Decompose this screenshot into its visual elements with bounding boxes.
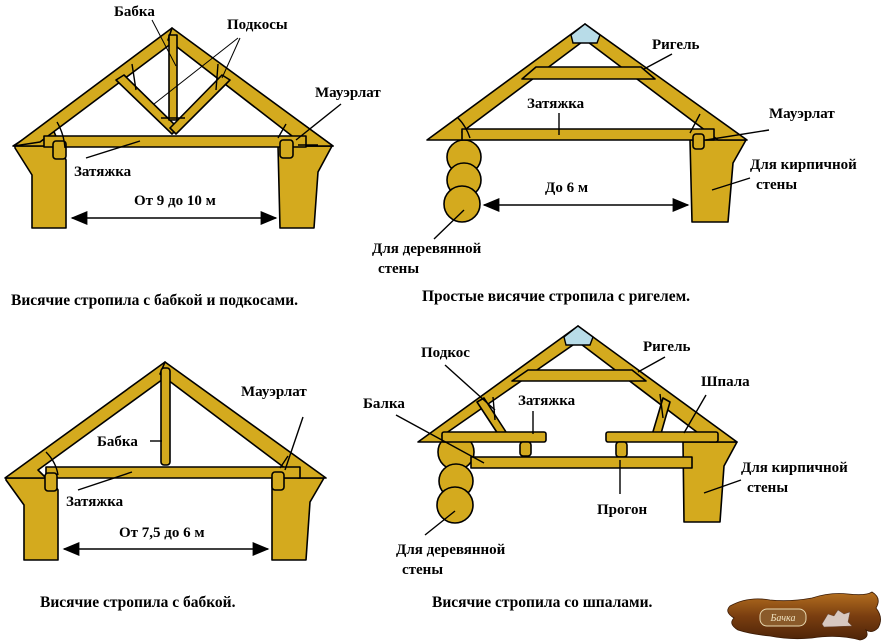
label-zatyazhka: Затяжка bbox=[518, 393, 576, 409]
left-sleeper bbox=[441, 431, 547, 443]
label-brick-wall-2: стены bbox=[747, 480, 788, 496]
left-strut bbox=[476, 397, 509, 438]
right-sleeper bbox=[605, 431, 719, 443]
log-3 bbox=[436, 486, 474, 524]
panel-3-king-post: Мауэрлат Бабка Затяжка От 7,5 до 6 м Вис… bbox=[4, 361, 327, 611]
label-span: От 7,5 до 6 м bbox=[119, 525, 205, 541]
label-span: От 9 до 10 м bbox=[134, 193, 216, 209]
right-mauerlat bbox=[271, 471, 285, 491]
label-wood-wall-2: стены bbox=[378, 261, 419, 277]
label-shpala: Шпала bbox=[701, 374, 750, 390]
label-rigel: Ригель bbox=[643, 339, 690, 355]
tie-beam bbox=[43, 135, 307, 148]
king-post bbox=[160, 367, 171, 466]
label-span: До 6 м bbox=[545, 180, 588, 196]
right-strut bbox=[169, 74, 231, 135]
collar-beam bbox=[511, 369, 647, 382]
label-brick-wall-1: Для кирпичной bbox=[750, 157, 857, 173]
label-podkosy: Подкосы bbox=[227, 17, 288, 33]
ridge-vent bbox=[563, 325, 594, 346]
right-mauerlat bbox=[279, 139, 294, 159]
mauerlat-block bbox=[692, 133, 705, 150]
left-rafter bbox=[4, 361, 171, 479]
right-rafter bbox=[159, 361, 327, 479]
left-mauerlat bbox=[44, 472, 58, 492]
left-mauerlat bbox=[52, 140, 67, 160]
tie-beam bbox=[45, 466, 301, 479]
label-brick-wall-2: стены bbox=[756, 177, 797, 193]
label-zatyazhka: Затяжка bbox=[527, 96, 585, 112]
label-zatyazhka: Затяжка bbox=[66, 494, 124, 510]
brick-wall bbox=[689, 139, 747, 223]
king-post bbox=[168, 34, 178, 121]
right-rafter bbox=[167, 27, 334, 147]
logo-wooden-sign: Бачка bbox=[727, 591, 881, 641]
caption-panel-3: Висячие стропила с бабкой. bbox=[40, 594, 236, 611]
label-wood-wall-1: Для деревянной bbox=[372, 241, 482, 257]
logo-text: Бачка bbox=[770, 613, 796, 624]
left-rafter bbox=[426, 23, 591, 141]
label-brick-wall-1: Для кирпичной bbox=[741, 460, 848, 476]
panel-2-simple-with-collar: Ригель Затяжка Мауэрлат Для кирпичной ст… bbox=[372, 23, 857, 305]
label-mauerlat: Мауэрлат bbox=[769, 106, 835, 122]
label-wood-wall-1: Для деревянной bbox=[396, 542, 506, 558]
panel-1-king-post-with-struts: Бабка Подкосы Мауэрлат Затяжка От 9 до 1… bbox=[11, 4, 381, 309]
left-rafter bbox=[13, 27, 177, 147]
label-zatyazhka: Затяжка bbox=[74, 164, 132, 180]
caption-panel-2: Простые висячие стропила с ригелем. bbox=[422, 288, 690, 305]
label-rigel: Ригель bbox=[652, 37, 699, 53]
caption-panel-4: Висячие стропила со шпалами. bbox=[432, 594, 653, 611]
panel-4-with-sleepers: Подкос Ригель Шпала Балка Затяжка Для ки… bbox=[363, 325, 848, 611]
label-mauerlat: Мауэрлат bbox=[241, 384, 307, 400]
label-podkos: Подкос bbox=[421, 345, 470, 361]
label-babka: Бабка bbox=[97, 434, 138, 450]
label-mauerlat: Мауэрлат bbox=[315, 85, 381, 101]
tie-beam bbox=[461, 128, 715, 141]
logo-figure-icon bbox=[821, 609, 853, 628]
right-purlin-post bbox=[615, 441, 628, 458]
label-balka: Балка bbox=[363, 396, 405, 412]
logo-plaque bbox=[759, 608, 807, 627]
brick-wall bbox=[682, 441, 738, 523]
label-babka: Бабка bbox=[114, 4, 155, 20]
collar-beam bbox=[521, 66, 656, 80]
caption-panel-1: Висячие стропила с бабкой и подкосами. bbox=[11, 292, 298, 309]
left-purlin-post bbox=[519, 441, 532, 457]
label-wood-wall-2: стены bbox=[402, 562, 443, 578]
floor-beam bbox=[470, 456, 693, 469]
log-3 bbox=[443, 185, 481, 223]
label-progon: Прогон bbox=[597, 502, 647, 518]
ridge-vent bbox=[570, 23, 601, 44]
